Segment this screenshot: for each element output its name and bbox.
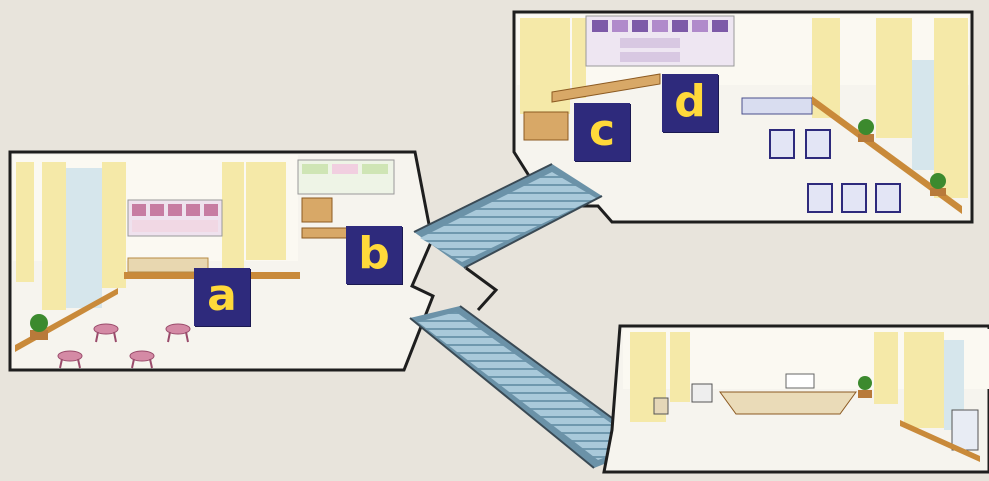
- display-shelf: [585, 15, 735, 67]
- location-marker-d[interactable]: d: [662, 74, 718, 132]
- pillar: [572, 18, 586, 98]
- wall-trim: [812, 96, 962, 214]
- pillar: [102, 162, 126, 288]
- potted-plant: [930, 173, 946, 196]
- upper-right-room: [512, 10, 974, 224]
- landing-outline: [465, 266, 499, 312]
- wall-trim: [900, 420, 980, 462]
- shop-counter: [301, 197, 373, 239]
- potted-plant: [858, 376, 872, 398]
- lower-right-room: [602, 324, 989, 474]
- pillar: [222, 162, 244, 270]
- pillar: [246, 162, 286, 260]
- stool: [129, 350, 155, 369]
- pillar: [16, 162, 34, 282]
- location-marker-b[interactable]: b: [346, 226, 402, 284]
- pillar: [876, 18, 912, 138]
- arcade-cabinet: [769, 129, 901, 213]
- stool: [165, 323, 191, 343]
- display-shelf: [127, 199, 223, 237]
- potted-plant: [858, 119, 874, 142]
- pillar: [904, 332, 944, 428]
- window: [944, 340, 964, 430]
- pillar: [42, 162, 66, 310]
- stool: [57, 350, 83, 369]
- pillar: [934, 18, 968, 198]
- escalator-up: [413, 163, 603, 269]
- stool: [93, 323, 119, 343]
- window: [912, 60, 934, 170]
- shop-counter: [523, 73, 661, 141]
- locker: [951, 409, 979, 451]
- location-marker-c[interactable]: c: [574, 103, 630, 161]
- display-shelf: [297, 159, 395, 195]
- pillar: [670, 332, 690, 402]
- bench: [741, 97, 813, 115]
- location-marker-a[interactable]: a: [194, 268, 250, 326]
- left-room: [8, 150, 435, 372]
- window: [66, 168, 102, 308]
- pillar: [874, 332, 898, 404]
- chair: [653, 383, 713, 415]
- shop-counter: [127, 257, 209, 273]
- potted-plant: [30, 314, 48, 340]
- reception-desk: [719, 373, 857, 415]
